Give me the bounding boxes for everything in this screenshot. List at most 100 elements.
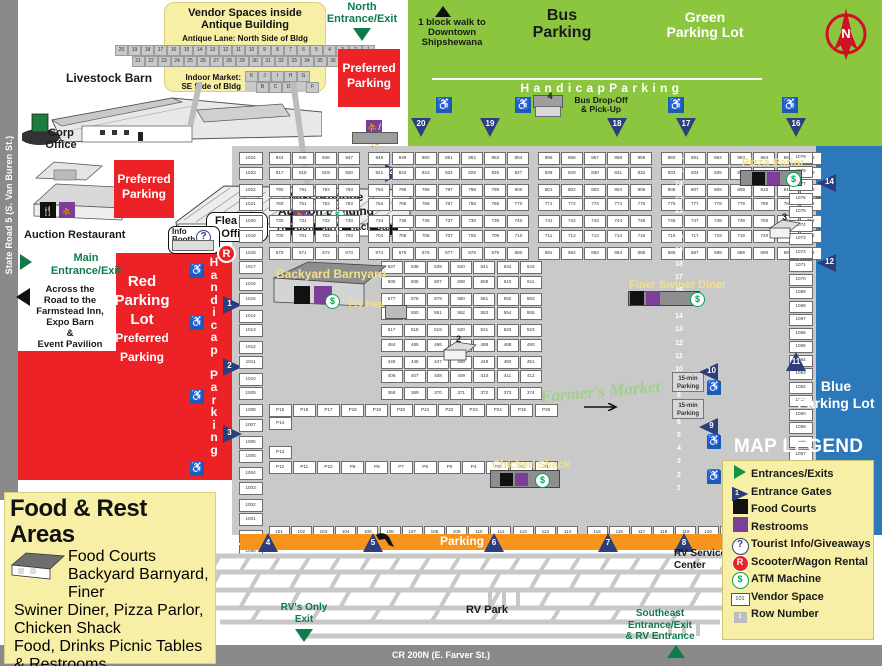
vendor-space-cell: 855 bbox=[537, 152, 560, 165]
southeast-entrance-arrow-icon bbox=[667, 645, 685, 658]
vendor-space-cell: 30 bbox=[248, 56, 262, 67]
vendor-space-cell: P24 bbox=[486, 404, 510, 417]
vendor-space-cell: 790 bbox=[268, 183, 291, 197]
vendor-space-cell: 835 bbox=[706, 166, 729, 180]
vendor-space-cell: 746 bbox=[660, 215, 683, 228]
vendor-space-cell: 671 bbox=[291, 246, 314, 260]
fry-pies-label: Fry Pies bbox=[349, 299, 385, 309]
vendor-space-cell: 24 bbox=[170, 56, 184, 67]
row-number: 17 bbox=[675, 273, 683, 281]
row-number: 14 bbox=[675, 313, 683, 321]
vendor-space-cell: 642 bbox=[496, 261, 519, 274]
state-road-5-street: State Road 5 (S. Van Buren St.) bbox=[0, 0, 18, 500]
vendor-space-cell: 750 bbox=[753, 215, 776, 228]
vendor-space-cell: 674 bbox=[368, 246, 391, 260]
row-number: 11 bbox=[675, 352, 683, 360]
north-entrance-label: North Entrance/Exit bbox=[326, 1, 398, 25]
vendor-space-cell: 703 bbox=[338, 229, 361, 243]
vendor-space-cell-left: 1011 bbox=[238, 355, 263, 369]
vendor-space-cell-left: 1013 bbox=[238, 324, 263, 337]
handicap-vertical-char: g bbox=[210, 442, 218, 457]
vendor-space-cell-right: 1058 bbox=[788, 435, 813, 448]
main-entrance-arrow-icon bbox=[20, 254, 32, 270]
legend-item-label: Scooter/Wagon Rental bbox=[751, 555, 868, 568]
rest-area-2-marker: 2 bbox=[456, 334, 462, 344]
vendor-space-cell: 715 bbox=[630, 229, 653, 243]
food-box-title: Food & Rest Areas bbox=[10, 495, 147, 548]
vendor-space-cell: 827 bbox=[507, 166, 530, 180]
svg-text:⛹: ⛹ bbox=[62, 206, 72, 216]
vendor-space-cell-right: 1072 bbox=[788, 246, 813, 259]
legend-item-label: Tourist Info/Giveaways bbox=[751, 538, 871, 550]
downtown-walk-note: 1 block walk to Downtown Shipshewana bbox=[418, 17, 486, 48]
barn-annex-building bbox=[352, 132, 398, 144]
restroom-icon-swiner bbox=[646, 291, 660, 305]
handicap-vertical-char bbox=[206, 356, 222, 369]
vendor-space-cell: 489 bbox=[496, 338, 519, 352]
vendor-space-cell: 791 bbox=[291, 183, 314, 197]
vendor-space-cell: 832 bbox=[630, 166, 653, 180]
vendor-space-cell: 818 bbox=[291, 166, 314, 180]
bus-dropoff-label: Bus Drop-Off & Pick-Up bbox=[574, 95, 628, 114]
vendor-space-cell: 768 bbox=[461, 198, 484, 211]
vendor-space-cell-left: 1006 bbox=[238, 435, 263, 449]
vendor-space-cell: 861 bbox=[683, 152, 706, 165]
handicap-vertical-char: a bbox=[210, 330, 218, 344]
vendor-space-cell: 411 bbox=[496, 370, 519, 383]
vendor-space-cell: 520 bbox=[450, 324, 473, 337]
vendor-space-cell: 762 bbox=[314, 198, 337, 211]
vendor-space-cell: 553 bbox=[473, 307, 496, 320]
vendor-space-cell: 806 bbox=[660, 183, 683, 197]
vendor-space-cell: 521 bbox=[473, 324, 496, 337]
red-parking-lot-lower bbox=[18, 330, 232, 480]
vendor-space-cell: 410 bbox=[473, 370, 496, 383]
auction-restaurant-shed bbox=[34, 160, 104, 182]
info-booth-building bbox=[172, 240, 214, 251]
vendor-space-cell: 702 bbox=[314, 229, 337, 243]
handicap-icon-20: ♿ bbox=[436, 97, 452, 113]
vendor-space-cell: 731 bbox=[291, 215, 314, 228]
vendor-space-cell: 490 bbox=[519, 338, 542, 352]
vendor-space-cell: 804 bbox=[607, 183, 630, 197]
handicap-vertical-char: a bbox=[210, 267, 218, 282]
vendor-space-cell-right: 1079 bbox=[788, 152, 813, 164]
row-number: 23 bbox=[675, 194, 683, 202]
vendor-space-cell: 846 bbox=[314, 152, 337, 165]
legend-item-tourist-info: ?Tourist Info/Giveaways bbox=[729, 536, 871, 555]
vendor-space-cell: 764 bbox=[368, 198, 391, 211]
vendor-space-cell: 830 bbox=[584, 166, 607, 180]
vendor-space-cell: 406 bbox=[380, 370, 403, 383]
vendor-space-cell: 735 bbox=[391, 215, 414, 228]
vendor-space-cell: 582 bbox=[496, 292, 519, 306]
vendor-space-cell: 862 bbox=[706, 152, 729, 165]
row-number: 12 bbox=[675, 339, 683, 347]
vendor-space-cell: 450 bbox=[496, 355, 519, 369]
vendor-space-cell: 609 bbox=[473, 275, 496, 289]
handicap-vertical-char: P bbox=[209, 367, 218, 382]
vendor-space-cell: 747 bbox=[683, 215, 706, 228]
vendor-space-cell: 10 bbox=[245, 45, 258, 56]
vendor-space-cell-left: 1019 bbox=[238, 229, 263, 243]
vendor-space-cell-left: 1016 bbox=[238, 278, 263, 291]
food-court-icon-pizza bbox=[752, 172, 765, 185]
legend-item-food-court: Food Courts bbox=[729, 499, 867, 517]
vendor-space-cell: P26 bbox=[534, 404, 558, 417]
vendor-space-cell: 639 bbox=[426, 261, 449, 274]
vendor-space-cell: 607 bbox=[426, 275, 449, 289]
vendor-space-cell: 518 bbox=[403, 324, 426, 337]
atm-icon-pizza: $ bbox=[786, 172, 801, 187]
parking-road-label: Parking bbox=[440, 534, 485, 548]
vendor-space-icon: 101 bbox=[729, 587, 751, 606]
vendor-space-cell: 373 bbox=[496, 387, 519, 400]
handicap-vertical-char: p bbox=[210, 342, 218, 357]
vendor-space-cell: B bbox=[256, 82, 269, 93]
